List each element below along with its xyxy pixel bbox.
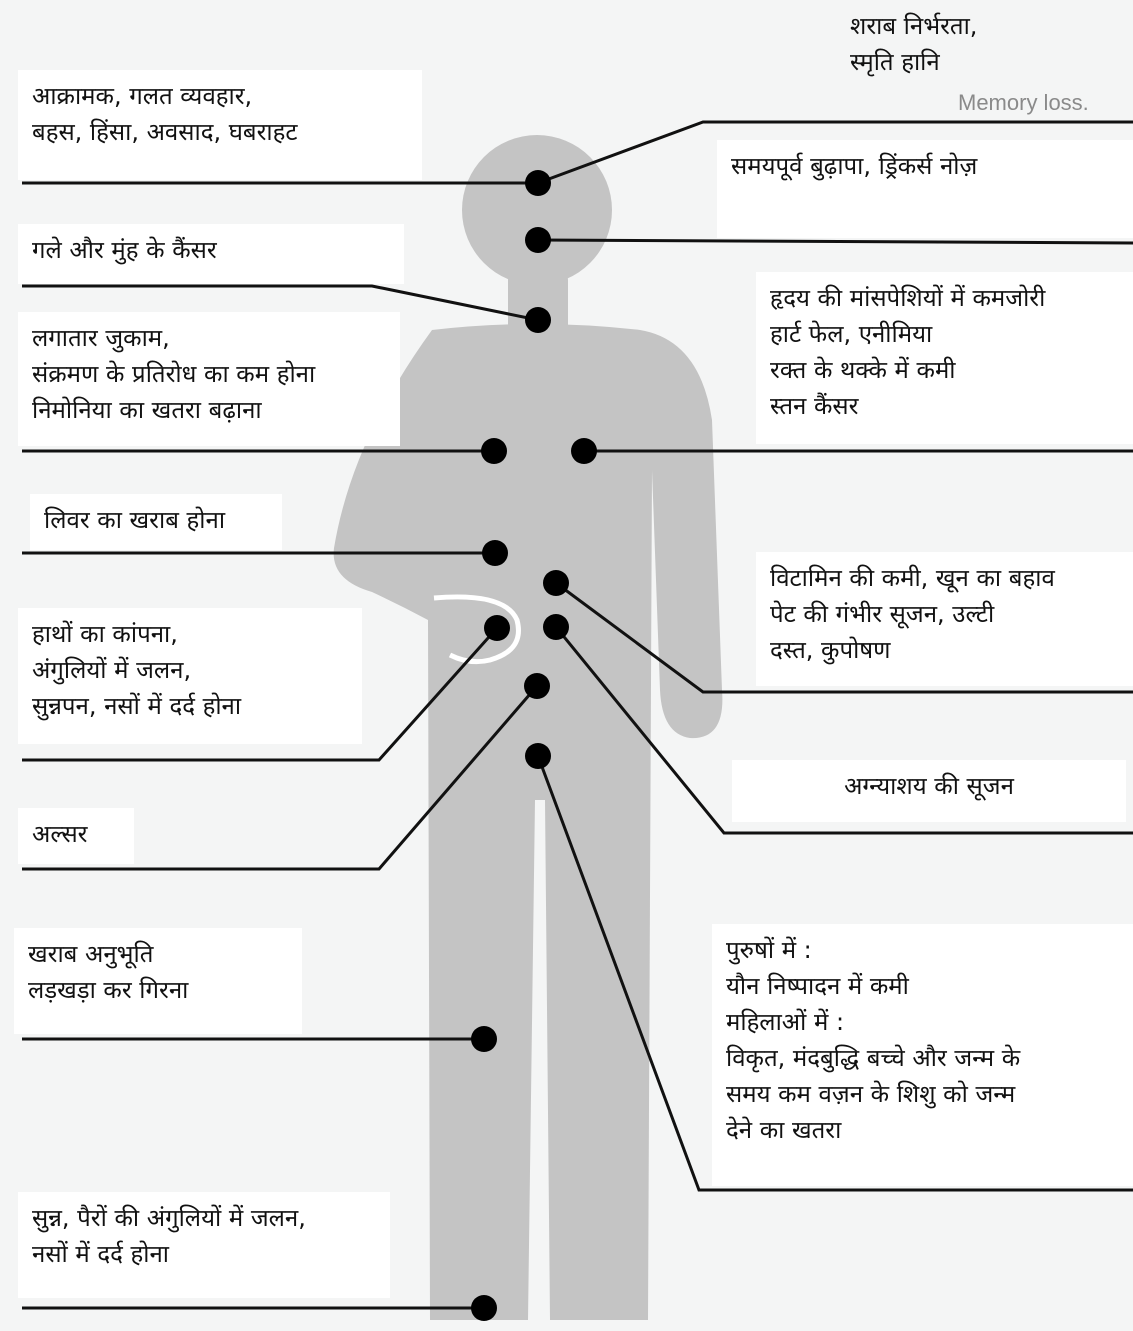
label-line: रक्त के थक्के में कमी [770, 352, 1119, 388]
dot-brain [525, 170, 551, 196]
label-reproductive: पुरुषों में :यौन निष्पादन में कमीमहिलाओं… [712, 924, 1133, 1186]
label-line: अग्न्याशय की सूजन [746, 768, 1112, 804]
dot-leg [471, 1026, 497, 1052]
label-line: अल्सर [32, 816, 120, 852]
label-line: आक्रामक, गलत व्यवहार, [32, 78, 408, 114]
label-line: समय कम वज़न के शिशु को जन्म [726, 1076, 1119, 1112]
dot-heart [571, 438, 597, 464]
dot-pancreas [543, 614, 569, 640]
label-line: लिवर का खराब होना [44, 502, 268, 538]
dot-stomach [543, 570, 569, 596]
label-line: बहस, हिंसा, अवसाद, घबराहट [32, 114, 408, 150]
label-line: यौन निष्पादन में कमी [726, 968, 1119, 1004]
label-line: हार्ट फेल, एनीमिया [770, 316, 1119, 352]
dot-reproductive [525, 743, 551, 769]
dot-liver [482, 540, 508, 566]
label-cold: लगातार जुकाम,संक्रमण के प्रतिरोध का कम ह… [18, 312, 400, 446]
label-line: सुन्न, पैरों की अंगुलियों में जलन, [32, 1200, 376, 1236]
label-line: स्तन कैंसर [770, 388, 1119, 424]
label-ulcer: अल्सर [18, 808, 134, 864]
label-line: दस्त, कुपोषण [770, 632, 1119, 668]
label-line: खराब अनुभूति [28, 936, 288, 972]
ghost-text: Memory loss. [958, 90, 1089, 116]
label-liver: लिवर का खराब होना [30, 494, 282, 550]
label-feet: सुन्न, पैरों की अंगुलियों में जलन,नसों म… [18, 1192, 390, 1298]
dot-nose [525, 227, 551, 253]
label-line: पुरुषों में : [726, 932, 1119, 968]
dot-ulcer [524, 673, 550, 699]
label-line: लड़खड़ा कर गिरना [28, 972, 288, 1008]
label-line: लगातार जुकाम, [32, 320, 386, 356]
label-line: नसों में दर्द होना [32, 1236, 376, 1272]
label-line: देने का खतरा [726, 1112, 1119, 1148]
label-aging: समयपूर्व बुढ़ापा, ड्रिंकर्स नोज़ [717, 140, 1133, 238]
label-line: हाथों का कांपना, [32, 616, 348, 652]
label-line: स्मृति हानि [850, 44, 977, 80]
leader-aging [538, 240, 1133, 243]
dot-foot [471, 1295, 497, 1321]
label-hands: हाथों का कांपना,अंगुलियों में जलन,सुन्नप… [18, 608, 362, 744]
label-pancreas: अग्न्याशय की सूजन [732, 760, 1126, 822]
label-line: अंगुलियों में जलन, [32, 652, 348, 688]
label-heart: हृदय की मांसपेशियों में कमजोरीहार्ट फेल,… [756, 272, 1133, 444]
dot-hand [484, 615, 510, 641]
label-line: शराब निर्भरता, [850, 8, 977, 44]
label-sensation: खराब अनुभूतिलड़खड़ा कर गिरना [14, 928, 302, 1034]
label-line: निमोनिया का खतरा बढ़ाना [32, 392, 386, 428]
label-line: समयपूर्व बुढ़ापा, ड्रिंकर्स नोज़ [731, 148, 1119, 184]
label-line: गले और मुंह के कैंसर [32, 232, 390, 268]
label-line: संक्रमण के प्रतिरोध का कम होना [32, 356, 386, 392]
label-line: सुन्नपन, नसों में दर्द होना [32, 688, 348, 724]
label-line: पेट की गंभीर सूजन, उल्टी [770, 596, 1119, 632]
label-line: विकृत, मंदबुद्धि बच्चे और जन्म के [726, 1040, 1119, 1076]
dot-lung [481, 438, 507, 464]
label-line: महिलाओं में : [726, 1004, 1119, 1040]
label-line: विटामिन की कमी, खून का बहाव [770, 560, 1119, 596]
dot-throat [525, 307, 551, 333]
label-throat: गले और मुंह के कैंसर [18, 224, 404, 284]
label-top: शराब निर्भरता,स्मृति हानि [836, 0, 991, 88]
label-aggression: आक्रामक, गलत व्यवहार,बहस, हिंसा, अवसाद, … [18, 70, 422, 180]
label-line: हृदय की मांसपेशियों में कमजोरी [770, 280, 1119, 316]
